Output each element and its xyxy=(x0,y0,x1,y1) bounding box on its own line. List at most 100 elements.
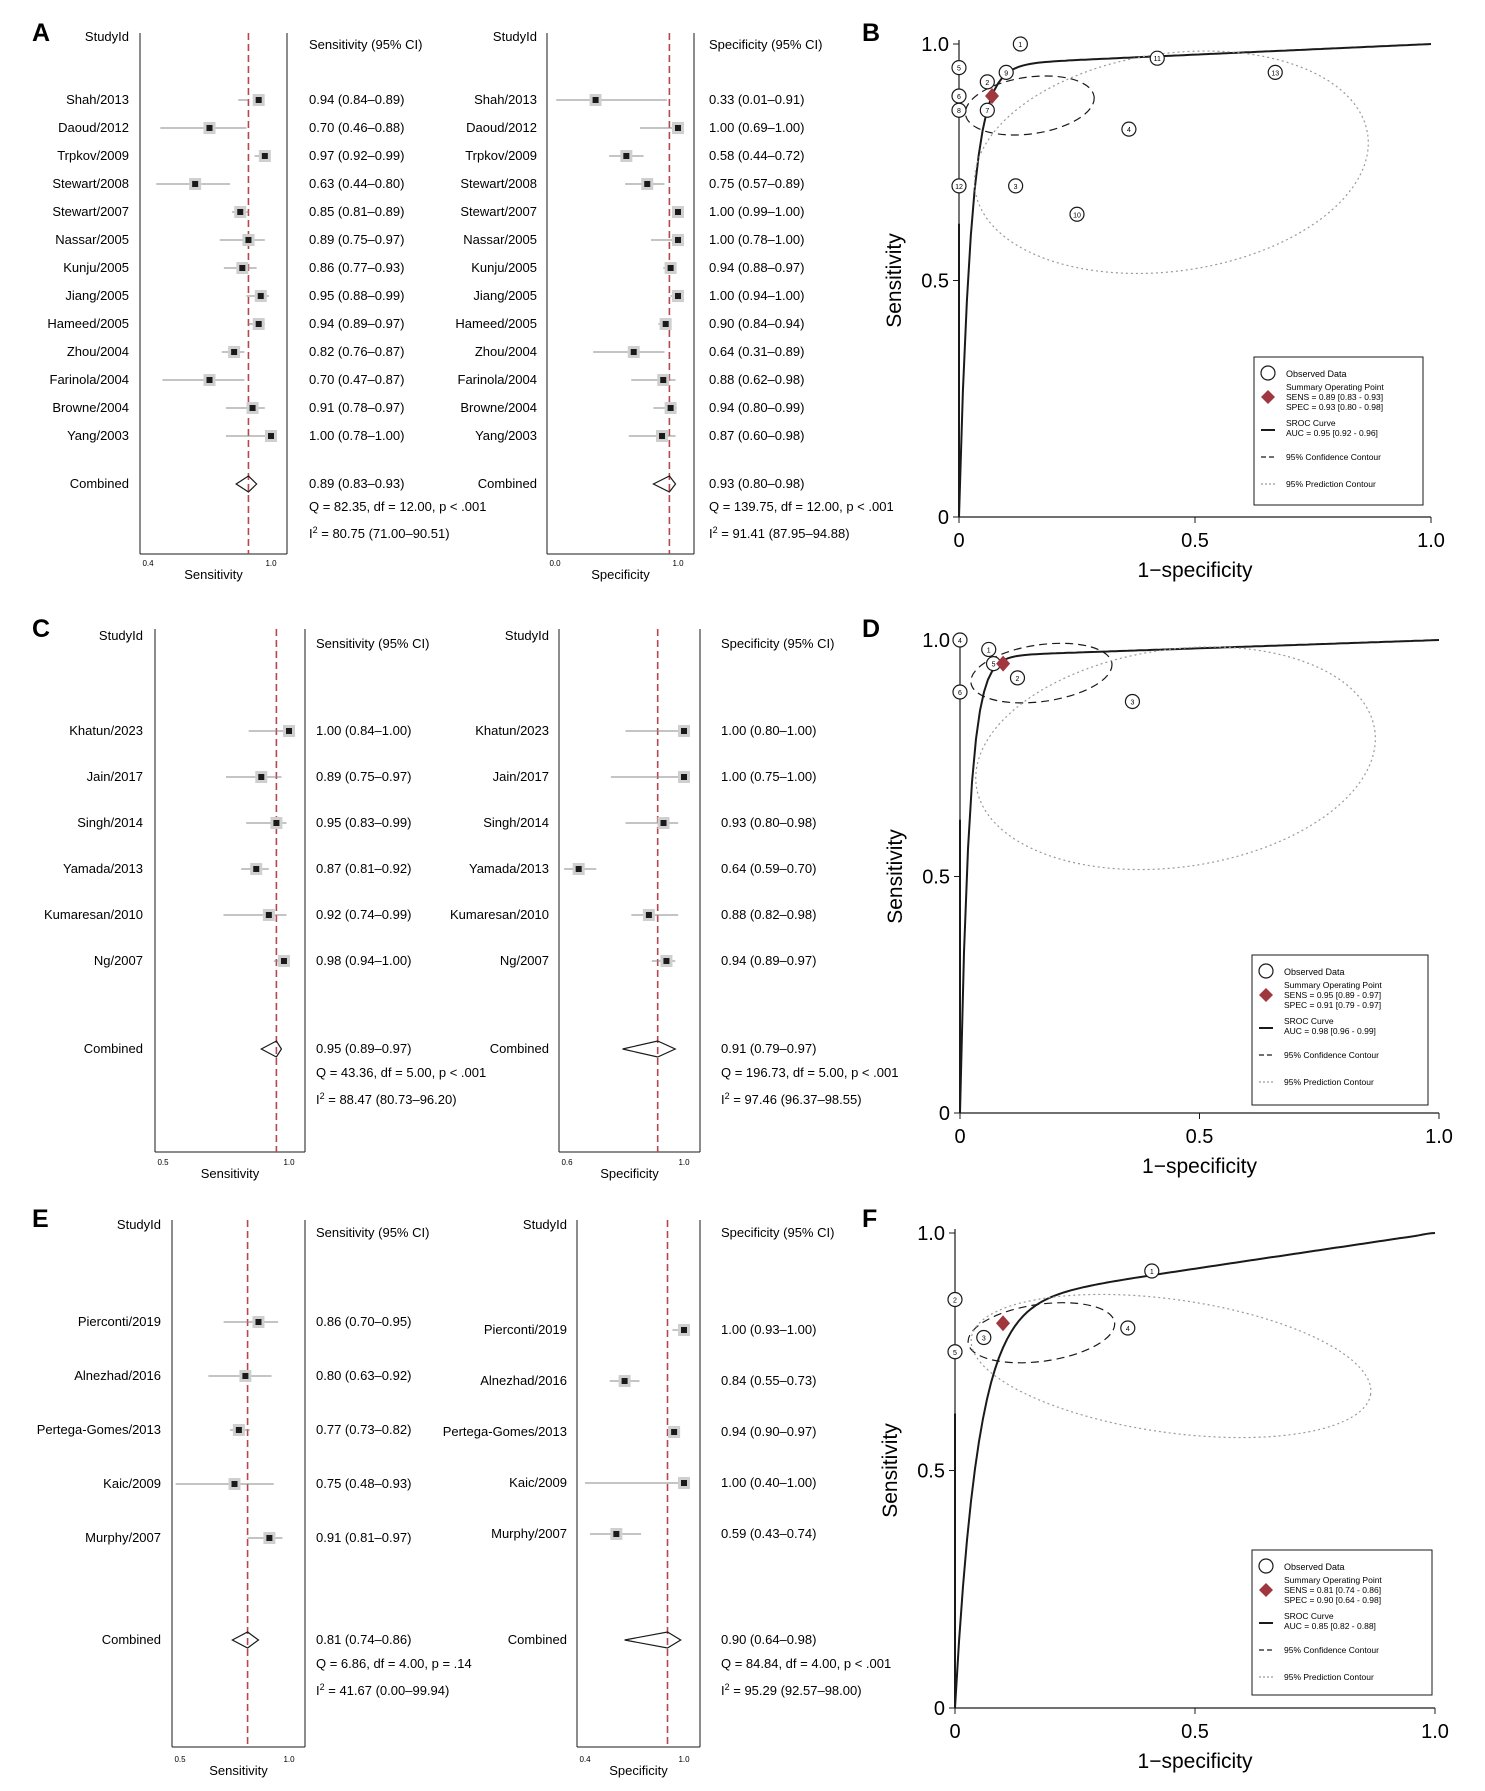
study-point xyxy=(255,1319,262,1325)
studyid-header: StudyId xyxy=(493,29,537,44)
study-estimate-text: 0.92 (0.74–0.99) xyxy=(316,907,411,922)
studyid-header: StudyId xyxy=(99,628,143,643)
study-name: Pertega-Gomes/2013 xyxy=(443,1424,567,1439)
observed-point-label: 5 xyxy=(953,1350,957,1357)
observed-study-point xyxy=(951,60,967,76)
panel-letter-d: D xyxy=(862,615,880,643)
study-point xyxy=(261,153,268,159)
study-point xyxy=(249,405,256,411)
legend-summary-label: Summary Operating Point xyxy=(1284,980,1382,990)
legend-sroc-label: SROC Curve xyxy=(1286,418,1336,428)
legend-spec-text: SPEC = 0.90 [0.64 - 0.98] xyxy=(1284,1595,1381,1605)
x-tick-label: 0.5 xyxy=(1181,530,1209,552)
study-name: Zhou/2004 xyxy=(475,344,537,359)
observed-point-label: 4 xyxy=(958,638,962,645)
ci-column-header: Specificity (95% CI) xyxy=(721,1225,834,1240)
heterogeneity-i2-text: I2 = 80.75 (71.00–90.51) xyxy=(309,525,450,541)
prediction-contour xyxy=(975,646,1376,871)
i2-superscript: 2 xyxy=(320,1091,325,1101)
combined-estimate-text: 0.89 (0.83–0.93) xyxy=(309,476,404,491)
study-point xyxy=(663,958,670,964)
study-point xyxy=(660,820,667,826)
study-estimate-text: 0.70 (0.47–0.87) xyxy=(309,372,404,387)
observed-study-point xyxy=(1144,1263,1160,1279)
study-point xyxy=(675,125,681,131)
studyid-header: StudyId xyxy=(85,29,129,44)
observed-study-point xyxy=(952,632,968,648)
legend-confidence-label: 95% Confidence Contour xyxy=(1284,1050,1379,1060)
study-estimate-text: 0.64 (0.31–0.89) xyxy=(709,344,804,359)
x-tick-label: 0.0 xyxy=(549,559,561,568)
legend-summary-label: Summary Operating Point xyxy=(1286,382,1384,392)
study-point xyxy=(621,1378,628,1384)
study-estimate-text: 0.94 (0.80–0.99) xyxy=(709,400,804,415)
observed-point-label: 2 xyxy=(1016,676,1020,683)
summary-operating-point xyxy=(996,655,1011,672)
study-point xyxy=(660,377,667,383)
study-point xyxy=(681,728,687,734)
y-tick-label: 1.0 xyxy=(917,1223,945,1245)
study-point xyxy=(242,1373,249,1379)
combined-label: Combined xyxy=(70,476,129,491)
study-name: Yang/2003 xyxy=(475,428,537,443)
study-estimate-text: 0.82 (0.76–0.87) xyxy=(309,344,404,359)
study-name: Hameed/2005 xyxy=(455,316,537,331)
observed-point-label: 2 xyxy=(985,80,989,87)
study-name: Pierconti/2019 xyxy=(78,1314,161,1329)
study-name: Kumaresan/2010 xyxy=(44,907,143,922)
observed-point-label: 10 xyxy=(1073,212,1081,219)
study-point xyxy=(671,1429,678,1435)
study-point xyxy=(659,433,666,439)
study-point xyxy=(192,181,199,187)
x-tick-label: 0 xyxy=(953,530,964,552)
panel-letter-a: A xyxy=(32,19,50,47)
x-axis-label: 1−specificity xyxy=(1142,1155,1257,1178)
study-name: Stewart/2007 xyxy=(52,204,129,219)
study-point xyxy=(206,377,213,383)
x-tick-label: 0 xyxy=(949,1721,960,1743)
combined-label: Combined xyxy=(490,1041,549,1056)
legend-observed-symbol xyxy=(1260,365,1276,381)
observed-study-point xyxy=(1008,178,1024,194)
legend-sens-text: SENS = 0.89 [0.83 - 0.93] xyxy=(1286,392,1383,402)
ci-column-header: Sensitivity (95% CI) xyxy=(316,1225,429,1240)
study-point xyxy=(266,1535,273,1541)
i2-superscript: 2 xyxy=(320,1682,325,1692)
study-name: Kumaresan/2010 xyxy=(450,907,549,922)
legend-observed-symbol xyxy=(1258,963,1274,979)
study-point xyxy=(592,97,599,103)
observed-point-label: 1 xyxy=(1150,1269,1154,1276)
study-name: Khatun/2023 xyxy=(475,723,549,738)
study-name: Kunju/2005 xyxy=(63,260,129,275)
panel-letter-e: E xyxy=(32,1205,49,1233)
study-estimate-text: 1.00 (0.78–1.00) xyxy=(309,428,404,443)
study-name: Stewart/2007 xyxy=(460,204,537,219)
legend-confidence-label: 95% Confidence Contour xyxy=(1286,452,1381,462)
legend-auc-text: AUC = 0.98 [0.96 - 0.99] xyxy=(1284,1026,1376,1036)
observed-point-label: 3 xyxy=(1130,699,1134,706)
legend-sroc-label: SROC Curve xyxy=(1284,1611,1334,1621)
study-point xyxy=(253,866,260,872)
confidence-contour xyxy=(970,642,1113,704)
study-point xyxy=(681,774,687,780)
legend-summary-symbol xyxy=(1261,390,1275,404)
observed-point-label: 3 xyxy=(1014,184,1018,191)
study-point xyxy=(681,1327,687,1333)
study-estimate-text: 0.89 (0.75–0.97) xyxy=(309,232,404,247)
observed-study-point xyxy=(951,178,967,194)
study-estimate-text: 0.88 (0.82–0.98) xyxy=(721,907,816,922)
study-point xyxy=(255,321,262,327)
study-point xyxy=(280,958,287,964)
study-name: Nassar/2005 xyxy=(55,232,129,247)
study-estimate-text: 0.59 (0.43–0.74) xyxy=(721,1526,816,1541)
study-estimate-text: 0.94 (0.90–0.97) xyxy=(721,1424,816,1439)
confidence-contour xyxy=(967,1302,1116,1364)
prediction-contour xyxy=(970,1293,1372,1439)
study-name: Nassar/2005 xyxy=(463,232,537,247)
legend-sens-text: SENS = 0.95 [0.89 - 0.97] xyxy=(1284,990,1381,1000)
i2-superscript: 2 xyxy=(313,525,318,535)
